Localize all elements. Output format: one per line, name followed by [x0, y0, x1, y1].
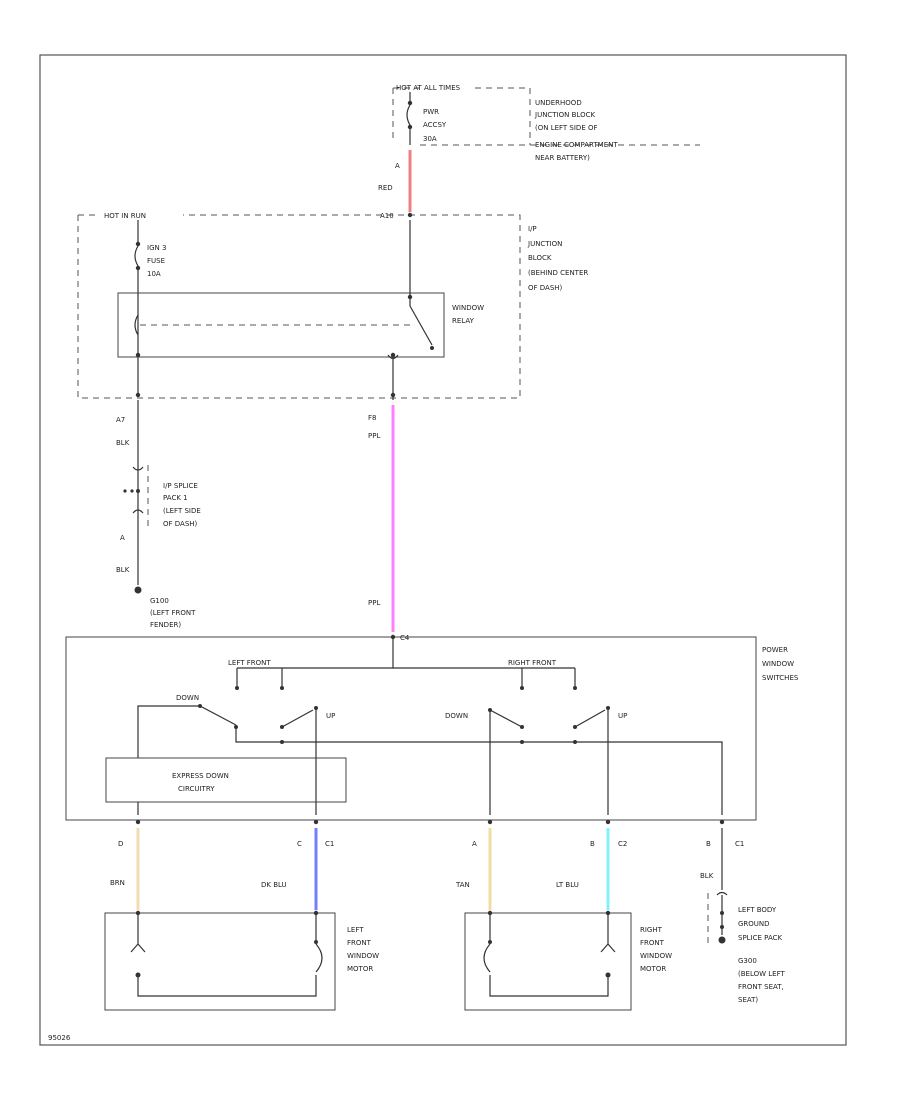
ign-fuse-line-1: IGN 3 [147, 244, 166, 252]
splice-connector-a: A [120, 534, 125, 542]
ip-loc-2: JUNCTION [527, 240, 562, 248]
red-wire-connector: A [395, 162, 400, 170]
ground-left-line-1: G100 [150, 597, 169, 605]
left-front-window-motor: LEFT FRONT WINDOW MOTOR [104, 910, 379, 1011]
splice-line-1: I/P SPLICE [163, 482, 198, 490]
ign-fuse-line-3: 10A [147, 270, 161, 278]
right-motor-line-3: WINDOW [640, 952, 672, 960]
left-front-label: LEFT FRONT [228, 659, 271, 667]
diagram-frame [39, 54, 847, 1046]
underhood-loc-4: ENGINE COMPARTMENT [535, 141, 618, 149]
brn-label: BRN [110, 879, 125, 887]
power-window-switches: C4 LEFT FRONT RIGHT FRONT DOWN UP DOWN U… [65, 634, 799, 825]
right-front-window-motor: RIGHT FRONT WINDOW MOTOR [464, 910, 672, 1011]
left-motor-line-4: MOTOR [347, 965, 373, 973]
ip-junction-block: HOT IN RUN A10 IGN 3 FUSE 10A WINDOW REL… [77, 212, 588, 400]
ip-loc-3: BLOCK [528, 254, 552, 262]
left-ground-branch: A7 BLK I/P SPLICE PACK 1 (LEFT SIDE OF D… [116, 400, 201, 629]
left-down-label: DOWN [176, 694, 199, 702]
ip-right-connector: F8 [368, 414, 376, 422]
right-ground-splice: LEFT BODY GROUND SPLICE PACK G300 (BELOW… [707, 891, 785, 1004]
brn-connector: D [118, 840, 123, 848]
left-motor-line-1: LEFT [347, 926, 364, 934]
switch-input-connector: C4 [400, 634, 410, 642]
relay-line-1: WINDOW [452, 304, 484, 312]
right-down-label: DOWN [445, 712, 468, 720]
ground-right-line-4: SEAT) [738, 996, 758, 1004]
ground-left-line-3: FENDER) [150, 621, 181, 629]
ppl-label-top: PPL [368, 432, 380, 440]
ground-right-line-1: G300 [738, 957, 757, 965]
express-down-module [105, 757, 347, 803]
tan-label: TAN [455, 881, 470, 889]
ground-left-symbol [134, 586, 142, 594]
tan-connector: A [472, 840, 477, 848]
ip-loc-5: OF DASH) [528, 284, 563, 292]
fuse-line-3: 30A [423, 135, 437, 143]
express-line-1: EXPRESS DOWN [172, 772, 229, 780]
dkblu-terminal: C1 [325, 840, 334, 848]
output-wires: D BRN C C1 DK BLU A TAN B C2 LT BLU B C1… [110, 828, 744, 910]
splice-line-2: PACK 1 [163, 494, 188, 502]
ground-splice-line-3: SPLICE PACK [738, 934, 782, 942]
footer-code: 95026 [48, 1034, 71, 1042]
blk-wire-label-2: BLK [116, 566, 130, 574]
ground-left-line-2: (LEFT FRONT [150, 609, 196, 617]
switches-loc-3: SWITCHES [762, 674, 799, 682]
ign-fuse-line-2: FUSE [147, 257, 165, 265]
right-motor-line-1: RIGHT [640, 926, 663, 934]
ground-splice-line-1: LEFT BODY [738, 906, 777, 914]
left-motor-line-3: WINDOW [347, 952, 379, 960]
dkblu-connector: C [297, 840, 302, 848]
underhood-loc-5: NEAR BATTERY) [535, 154, 590, 162]
underhood-loc-2: JUNCTION BLOCK [534, 111, 595, 119]
underhood-junction-block: HOT AT ALL TIMES PWR ACCSY 30A UNDERHOOD… [392, 84, 700, 162]
ppl-label-bottom: PPL [368, 599, 380, 607]
right-front-label: RIGHT FRONT [508, 659, 557, 667]
right-up-label: UP [618, 712, 627, 720]
relay-line-2: RELAY [452, 317, 475, 325]
ground-right-line-2: (BELOW LEFT [738, 970, 785, 978]
ltblu-connector: B [590, 840, 595, 848]
hot-in-run-label: HOT IN RUN [104, 212, 146, 220]
red-wire-label: RED [378, 184, 393, 192]
dkblu-label: DK BLU [261, 881, 287, 889]
blk-right-connector: B [706, 840, 711, 848]
hot-at-all-times-label: HOT AT ALL TIMES [396, 84, 461, 92]
blk-right-terminal: C1 [735, 840, 744, 848]
right-motor-line-4: MOTOR [640, 965, 666, 973]
express-line-2: CIRCUITRY [178, 785, 215, 793]
ground-right-symbol [718, 936, 726, 944]
ip-loc-1: I/P [528, 225, 537, 233]
underhood-loc-1: UNDERHOOD [535, 99, 582, 107]
left-up-label: UP [326, 712, 335, 720]
splice-line-4: OF DASH) [163, 520, 198, 528]
switches-loc-2: WINDOW [762, 660, 794, 668]
left-motor-line-2: FRONT [347, 939, 372, 947]
ltblu-terminal: C2 [618, 840, 627, 848]
ground-right-line-3: FRONT SEAT, [738, 983, 784, 991]
fuse-line-1: PWR [423, 108, 439, 116]
ip-left-connector: A7 [116, 416, 125, 424]
fuse-line-2: ACCSY [423, 121, 447, 129]
ip-loc-4: (BEHIND CENTER [528, 269, 588, 277]
switches-loc-1: POWER [762, 646, 788, 654]
right-motor-line-2: FRONT [640, 939, 665, 947]
blk-right-label: BLK [700, 872, 714, 880]
blk-wire-label: BLK [116, 439, 130, 447]
ip-top-connector: A10 [380, 212, 394, 220]
underhood-loc-3: (ON LEFT SIDE OF [535, 124, 598, 132]
splice-line-3: (LEFT SIDE [163, 507, 201, 515]
ltblu-label: LT BLU [556, 881, 579, 889]
ground-splice-line-2: GROUND [738, 920, 770, 928]
